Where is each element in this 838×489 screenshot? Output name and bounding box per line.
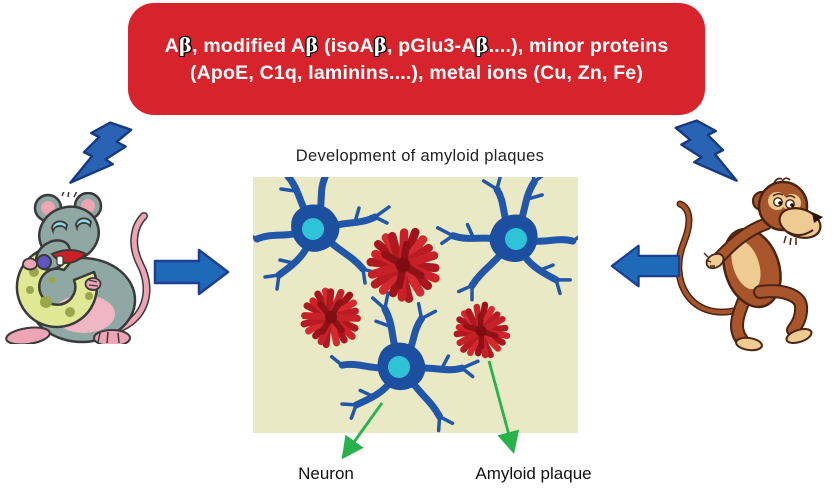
banner-text: (isoA bbox=[318, 34, 374, 57]
monkey-nose bbox=[812, 212, 823, 223]
neuron-shape bbox=[431, 177, 578, 309]
monkey-tail bbox=[675, 200, 742, 316]
panel-title: Development of amyloid plaques bbox=[295, 147, 545, 165]
lightning-bolt-icon bbox=[64, 119, 136, 187]
amyloid-plaque-shape bbox=[291, 277, 371, 358]
banner-text: (ApoE, C1q, laminins....), metal ions (C… bbox=[189, 61, 644, 84]
monkey-back-leg bbox=[730, 291, 752, 347]
mouse-eye bbox=[75, 217, 92, 232]
mouse-tail bbox=[94, 212, 151, 338]
banner-line-1: Aβ, modified Aβ (isoAβ, pGlu3-Aβ....), m… bbox=[165, 32, 669, 60]
banner-text: ....), minor proteins bbox=[488, 34, 669, 57]
banner-text: A bbox=[164, 34, 179, 57]
amyloid-plaque-panel bbox=[253, 177, 578, 433]
beta-symbol: β bbox=[373, 33, 388, 57]
mouse-hands bbox=[22, 257, 102, 291]
arrow-right-icon bbox=[153, 247, 231, 297]
monkey-front-leg bbox=[753, 284, 809, 337]
monkey-smile bbox=[787, 229, 814, 236]
mouse-nose bbox=[36, 254, 52, 270]
neuron-label: Neuron bbox=[298, 464, 354, 483]
beta-symbol: β bbox=[305, 33, 319, 57]
lightning-bolt-icon bbox=[668, 119, 746, 183]
amyloid-plaque-shape bbox=[447, 296, 516, 366]
input-factors-banner: Aβ, modified Aβ (isoAβ, pGlu3-Aβ....), m… bbox=[128, 3, 705, 115]
amyloid-plaque-label: Amyloid plaque bbox=[475, 464, 592, 483]
monkey-muzzle bbox=[778, 207, 822, 239]
mouse-feet bbox=[5, 326, 131, 344]
amyloid-plaque-shape bbox=[366, 226, 441, 304]
banner-text: , modified A bbox=[192, 34, 306, 57]
mouse-cartoon bbox=[0, 192, 165, 344]
banner-text: , pGlu3-A bbox=[387, 34, 476, 57]
monkey-arm bbox=[713, 217, 773, 264]
mouse-head bbox=[33, 192, 103, 271]
monkey-hand bbox=[705, 252, 725, 270]
mouse-eye bbox=[51, 220, 68, 235]
monkey-cartoon bbox=[650, 170, 838, 355]
monkey-feet bbox=[735, 328, 813, 352]
monkey-head bbox=[751, 177, 823, 246]
banner-line-2: (ApoE, C1q, laminins....), metal ions (C… bbox=[190, 60, 643, 87]
beta-symbol: β bbox=[178, 33, 193, 57]
beta-symbol: β bbox=[475, 33, 489, 57]
arrow-left-icon bbox=[607, 243, 683, 289]
monkey-chest bbox=[731, 240, 761, 290]
